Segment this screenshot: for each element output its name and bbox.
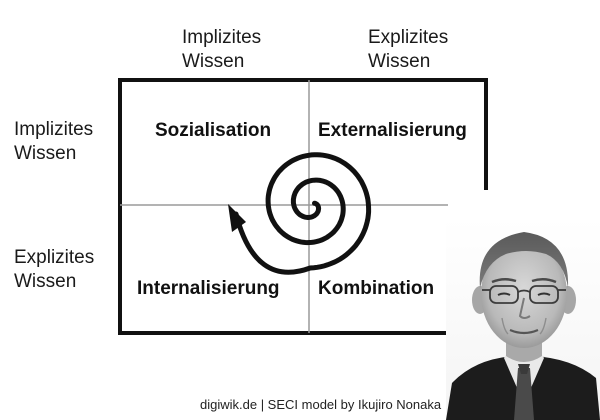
row-header-explicit-line1: Explizites bbox=[14, 247, 95, 268]
row-header-explicit: Explizites Wissen bbox=[14, 246, 94, 294]
column-header-implicit: Implizites Wissen bbox=[182, 26, 261, 74]
row-header-implicit-line2: Wissen bbox=[14, 143, 77, 164]
spiral-arrowhead bbox=[228, 204, 246, 232]
row-header-implicit-line1: Implizites bbox=[14, 119, 94, 140]
quadrant-combination: Kombination bbox=[318, 278, 435, 299]
matrix-frame bbox=[118, 78, 488, 335]
column-header-explicit-line1: Explizites bbox=[368, 27, 449, 48]
hair bbox=[479, 232, 569, 288]
quadrant-externalization: Externalisierung bbox=[318, 120, 467, 141]
spiral-curve bbox=[233, 152, 372, 275]
column-header-explicit-line2: Wissen bbox=[368, 51, 431, 72]
column-header-implicit-line1: Implizites bbox=[182, 27, 262, 48]
tie bbox=[514, 368, 534, 420]
glasses bbox=[482, 285, 566, 304]
column-header-implicit-line2: Wissen bbox=[182, 51, 245, 72]
row-header-implicit: Implizites Wissen bbox=[14, 118, 93, 166]
column-header-explicit: Explizites Wissen bbox=[368, 26, 448, 74]
spiral bbox=[228, 152, 372, 275]
row-header-explicit-line2: Wissen bbox=[14, 271, 77, 292]
quadrant-internalization: Internalisierung bbox=[137, 278, 280, 299]
portrait-photo bbox=[446, 218, 600, 420]
footer-caption: digiwik.de | SECI model by Ikujiro Nonak… bbox=[200, 397, 442, 412]
quadrant-socialization: Sozialisation bbox=[155, 120, 272, 141]
